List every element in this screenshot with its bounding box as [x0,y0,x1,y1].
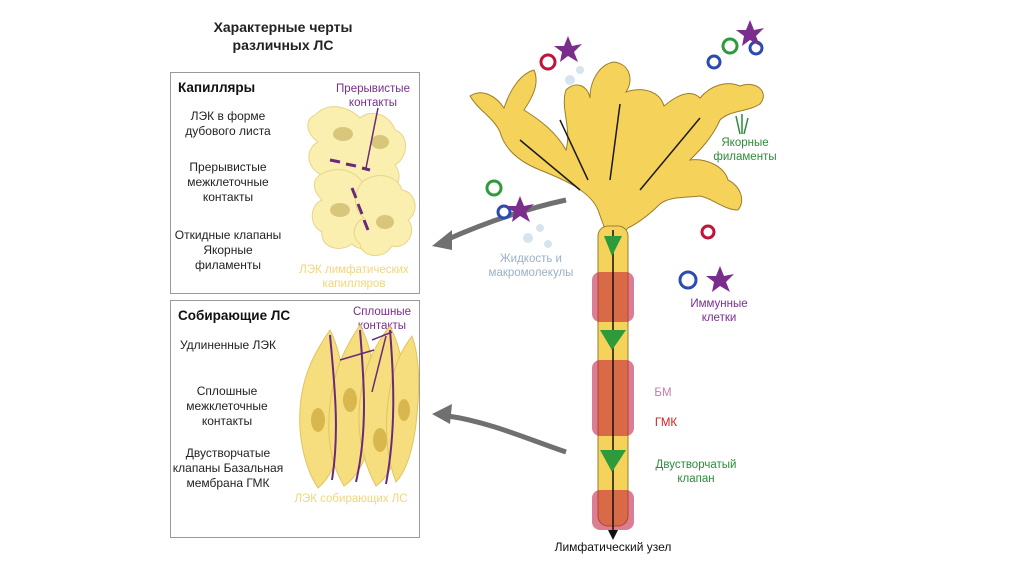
collecting-cells [300,325,419,488]
arrow-to-collecting [448,416,566,452]
caption-footer [150,560,770,570]
capillary-cells [308,107,415,256]
dendritic-cell [554,36,582,62]
callout-arrows [432,200,566,452]
dendritic-cell [706,266,734,292]
anchoring-filament-arrows [736,114,748,134]
collecting-trunk [592,226,634,540]
